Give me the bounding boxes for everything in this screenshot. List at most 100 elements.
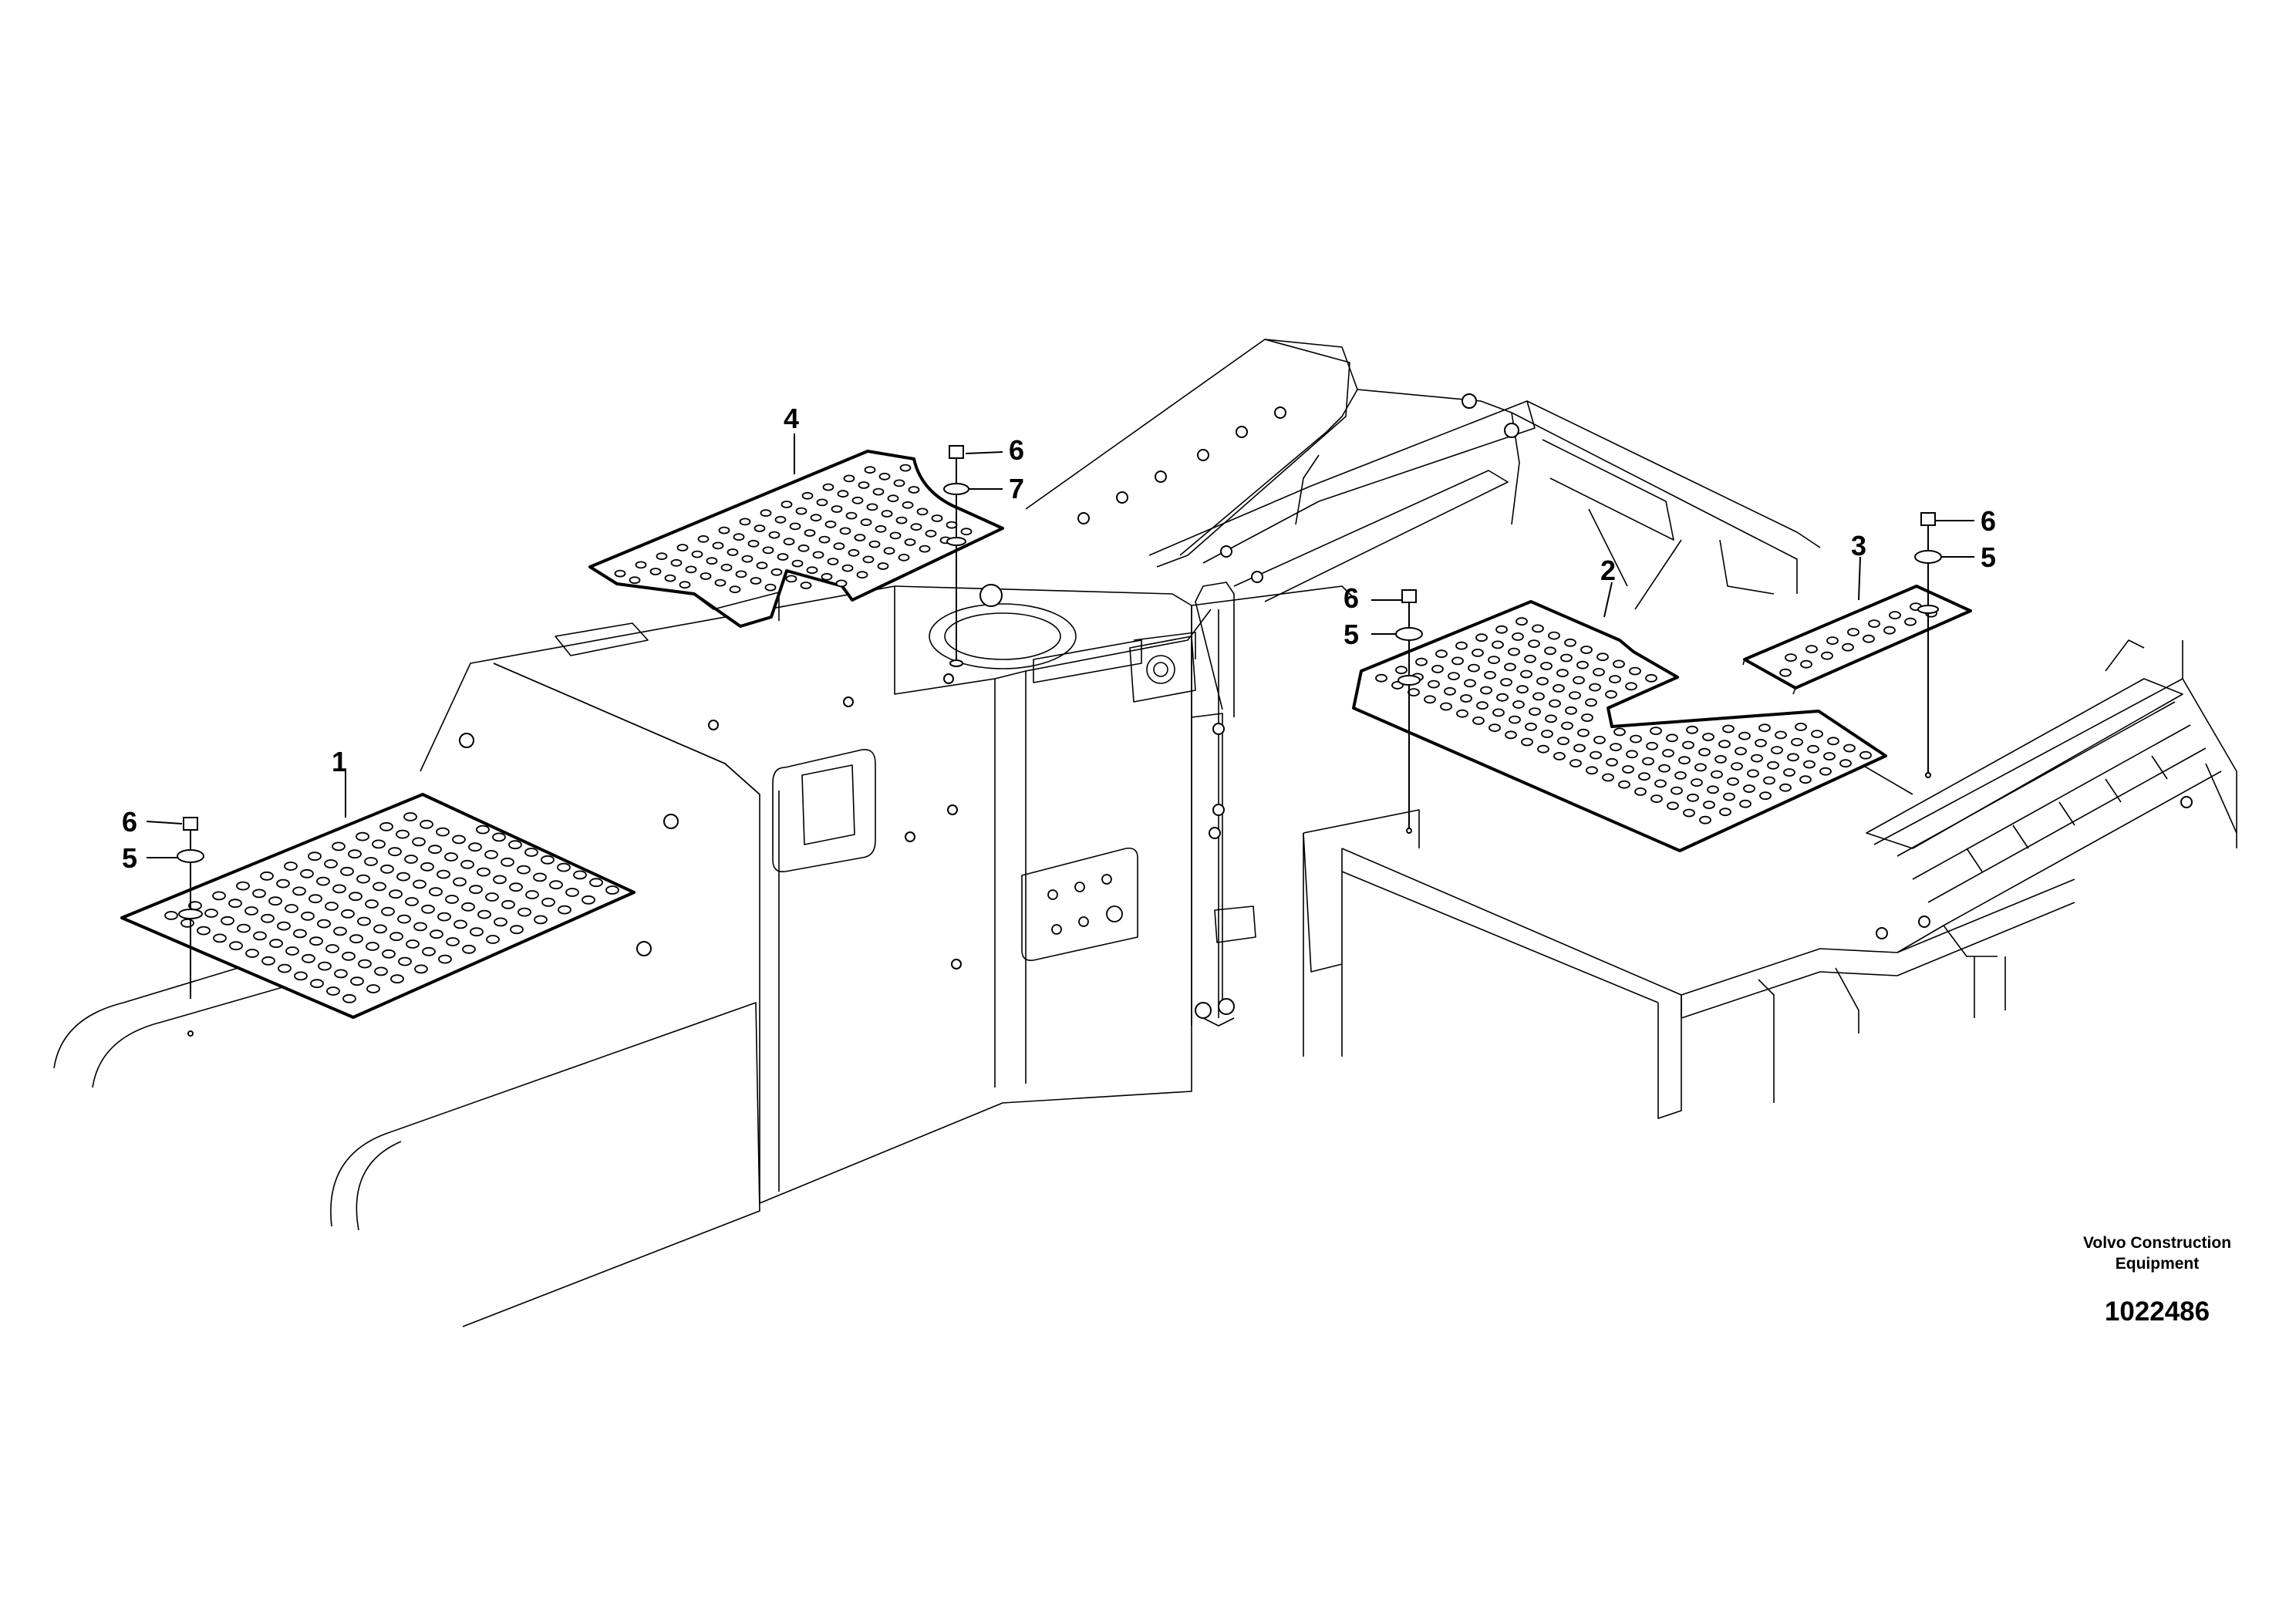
perforation-hole [261, 956, 275, 966]
fastener-set-plate-3 [1914, 512, 1974, 778]
perforation-hole [1515, 617, 1528, 626]
perforation-hole [357, 916, 371, 926]
perforation-hole [372, 839, 386, 849]
perforation-hole [883, 547, 895, 555]
perforation-hole [1516, 685, 1529, 694]
plate-2 [1352, 600, 1887, 852]
perforation-hole [848, 548, 860, 557]
perforation-hole [1606, 757, 1618, 767]
perforation-hole [373, 882, 386, 892]
perforation-hole [277, 921, 291, 931]
perforation-hole [212, 891, 226, 901]
perforation-hole [284, 862, 298, 871]
perforation-hole [1565, 706, 1577, 715]
perforation-hole [768, 531, 781, 539]
perforation-hole [843, 474, 855, 483]
perforation-hole [1569, 691, 1581, 700]
perforation-hole [1739, 799, 1752, 808]
perforation-hole [806, 566, 818, 575]
perforation-hole [1435, 649, 1448, 659]
perforation-hole [720, 563, 733, 572]
perforation-hole [461, 902, 475, 912]
perforation-hole [1843, 744, 1856, 753]
perforation-hole [1489, 723, 1501, 732]
perforation-hole [605, 885, 619, 895]
perforation-hole [810, 514, 822, 522]
perforation-hole [1375, 673, 1387, 683]
callout-2: 2 [1600, 555, 1616, 586]
perforation-hole [1500, 678, 1512, 686]
perforation-hole [1711, 770, 1723, 779]
perforation-hole [589, 878, 603, 888]
perforation-hole [797, 544, 810, 552]
plate-1 [120, 793, 636, 1019]
perforation-hole [872, 487, 885, 496]
perforation-hole [854, 534, 866, 541]
perforation-hole [229, 941, 243, 951]
callout-5-plate-1: 5 [122, 842, 137, 874]
perforation-hole [1795, 723, 1807, 731]
perforation-hole [1464, 679, 1476, 688]
perforation-hole [316, 876, 330, 886]
perforation-hole [910, 523, 922, 531]
perforation-hole [237, 923, 251, 933]
plate-3 [1742, 585, 1972, 695]
perforation-hole [1751, 754, 1763, 763]
plate-2-holes [1375, 617, 1872, 824]
perforation-hole [285, 904, 298, 913]
perforation-hole [1747, 769, 1759, 778]
callout-3: 3 [1851, 530, 1866, 561]
perforation-hole [1827, 737, 1839, 746]
perforation-hole [919, 545, 931, 553]
perforation-hole [1395, 666, 1408, 675]
perforation-hole [1553, 752, 1566, 760]
perforation-hole [364, 857, 378, 866]
perforation-hole [403, 812, 417, 821]
perforation-hole [656, 552, 668, 561]
perforation-hole [1722, 724, 1735, 733]
perforation-hole [358, 959, 372, 969]
perforation-hole [1638, 772, 1650, 781]
perforation-hole [1714, 755, 1727, 764]
perforation-hole [436, 827, 450, 837]
fastener-set-plate-1 [146, 817, 204, 1037]
perforation-hole [437, 869, 450, 879]
perforation-hole [837, 490, 849, 498]
perforation-hole [916, 508, 929, 516]
perforation-hole [1602, 773, 1614, 782]
perforation-hole [285, 946, 299, 956]
perforation-hole [875, 524, 887, 533]
perforation-hole [904, 538, 916, 546]
perforation-hole [1613, 659, 1625, 669]
perforation-hole [764, 583, 777, 592]
perforation-hole [1573, 676, 1585, 685]
perforation-hole [1590, 750, 1602, 760]
perforation-hole [1686, 725, 1698, 734]
callout-6-plate-1: 6 [122, 806, 137, 838]
callout-5-plate-2: 5 [1344, 619, 1359, 650]
perforation-hole [750, 577, 762, 585]
perforation-hole [877, 562, 889, 570]
perforation-hole [1650, 794, 1663, 803]
perforation-hole [356, 874, 370, 884]
perforation-hole [381, 906, 395, 916]
perforation-hole [1759, 791, 1772, 801]
perforation-hole [404, 855, 418, 864]
perforation-hole [791, 559, 804, 568]
perforation-hole [700, 572, 712, 580]
perforation-hole [889, 531, 902, 540]
perforation-hole [1719, 808, 1731, 817]
perforation-hole [1480, 686, 1492, 695]
perforation-hole [1821, 651, 1833, 660]
perforation-hole [1819, 767, 1832, 776]
perforation-hole [1488, 656, 1500, 664]
perforation-hole [412, 837, 426, 847]
perforation-hole [1560, 653, 1573, 663]
perforation-hole [762, 546, 774, 555]
perforation-hole [845, 511, 858, 520]
perforation-hole [414, 964, 428, 974]
perforation-hole [350, 976, 364, 986]
perforation-hole [1561, 721, 1573, 730]
perforation-hole [1755, 739, 1767, 747]
